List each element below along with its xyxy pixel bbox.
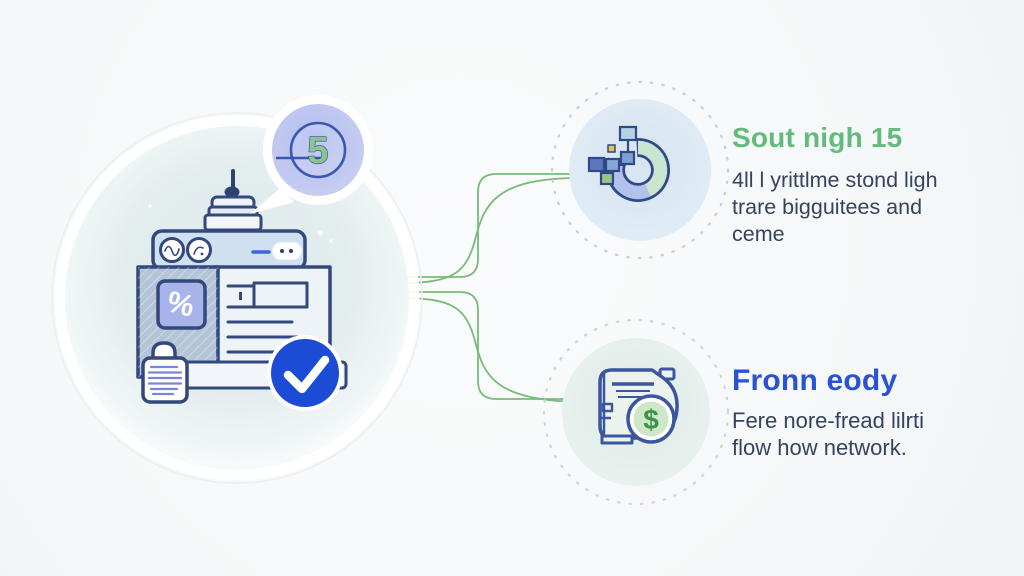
body-line: trare bigguitees and [732, 195, 923, 219]
machine-top-panel [151, 229, 307, 271]
dollar-coin-icon: $ [626, 394, 676, 444]
toggle-pill [271, 241, 303, 261]
dollar-glyph: $ [643, 404, 659, 435]
connector-lines [399, 173, 585, 403]
checkmark-badge [267, 335, 343, 411]
section-top-body: 4ll l yrittlme stond ligh trare bigguite… [732, 167, 938, 248]
body-line: flow how network. [732, 435, 907, 460]
section-top-text: Sout nigh 15 4ll l yrittlme stond ligh t… [732, 122, 938, 248]
money-terminal-icon: $ [542, 318, 730, 506]
speech-bubble-badge: 5 [250, 95, 373, 214]
section-bottom-text: Fronn eody Fere nore-fread lilrti flow h… [732, 364, 924, 461]
gauge-dial-right [186, 237, 212, 263]
section-top-title: Sout nigh 15 [732, 122, 903, 153]
section-bottom-body: Fere nore-fread lilrti flow how network. [732, 407, 924, 461]
badge-glyph: 5 [307, 130, 328, 172]
body-line: Fere nore-fread lilrti [732, 408, 924, 433]
body-line: ceme [732, 222, 785, 246]
check-icon [283, 355, 330, 394]
connector-bottom-curve [399, 297, 585, 403]
percent-tile: % [156, 279, 207, 330]
connector-top-elbow [402, 173, 582, 278]
connector-top-curve [399, 177, 585, 284]
receipt-tag-icon [141, 341, 189, 404]
donut-chart-icon [550, 80, 730, 260]
badge-ring [289, 121, 347, 179]
flow-nodes [587, 125, 638, 186]
section-bottom-title: Fronn eody [732, 364, 898, 397]
body-line: 4ll l yrittlme stond ligh [732, 168, 938, 192]
connector-bottom-elbow [402, 291, 582, 400]
